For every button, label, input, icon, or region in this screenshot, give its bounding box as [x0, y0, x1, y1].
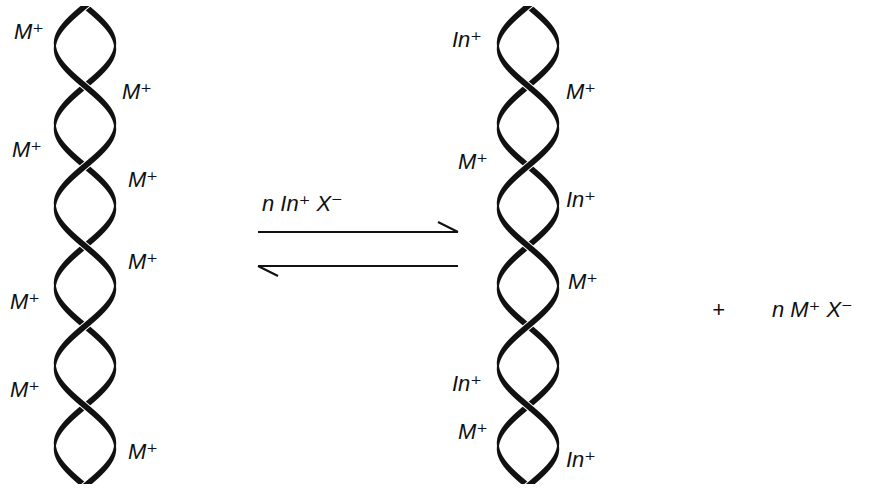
cation-label: M⁺ [122, 80, 152, 104]
forward-arrow [258, 222, 458, 232]
cation-label: M⁺ [10, 378, 40, 402]
cation-label: M⁺ [458, 420, 488, 444]
intercalator-label: In⁺ [566, 448, 596, 472]
dna-helices [54, 6, 559, 484]
cation-label: M⁺ [128, 440, 158, 464]
intercalator-label: In⁺ [452, 28, 482, 52]
equilibrium-arrows [258, 222, 458, 276]
cation-label: M⁺ [568, 270, 598, 294]
cation-label: M⁺ [128, 250, 158, 274]
right-helix [497, 6, 559, 484]
left-helix [54, 6, 116, 484]
helix-strand [497, 6, 559, 484]
cation-label: M⁺ [10, 290, 40, 314]
helix-strand [54, 6, 116, 484]
intercalator-label: In⁺ [452, 372, 482, 396]
cation-label: M⁺ [12, 138, 42, 162]
helix-strand [54, 6, 116, 484]
product-label: n M⁺ X⁻ [772, 298, 853, 322]
plus-sign: + [712, 298, 725, 322]
cation-label: M⁺ [128, 168, 158, 192]
reverse-arrow [258, 266, 458, 276]
reagent-label: n In⁺ X⁻ [262, 192, 343, 216]
helix-strand [497, 6, 559, 484]
cation-label: M⁺ [14, 20, 44, 44]
intercalator-label: In⁺ [566, 188, 596, 212]
cation-label: M⁺ [566, 80, 596, 104]
cation-label: M⁺ [458, 150, 488, 174]
